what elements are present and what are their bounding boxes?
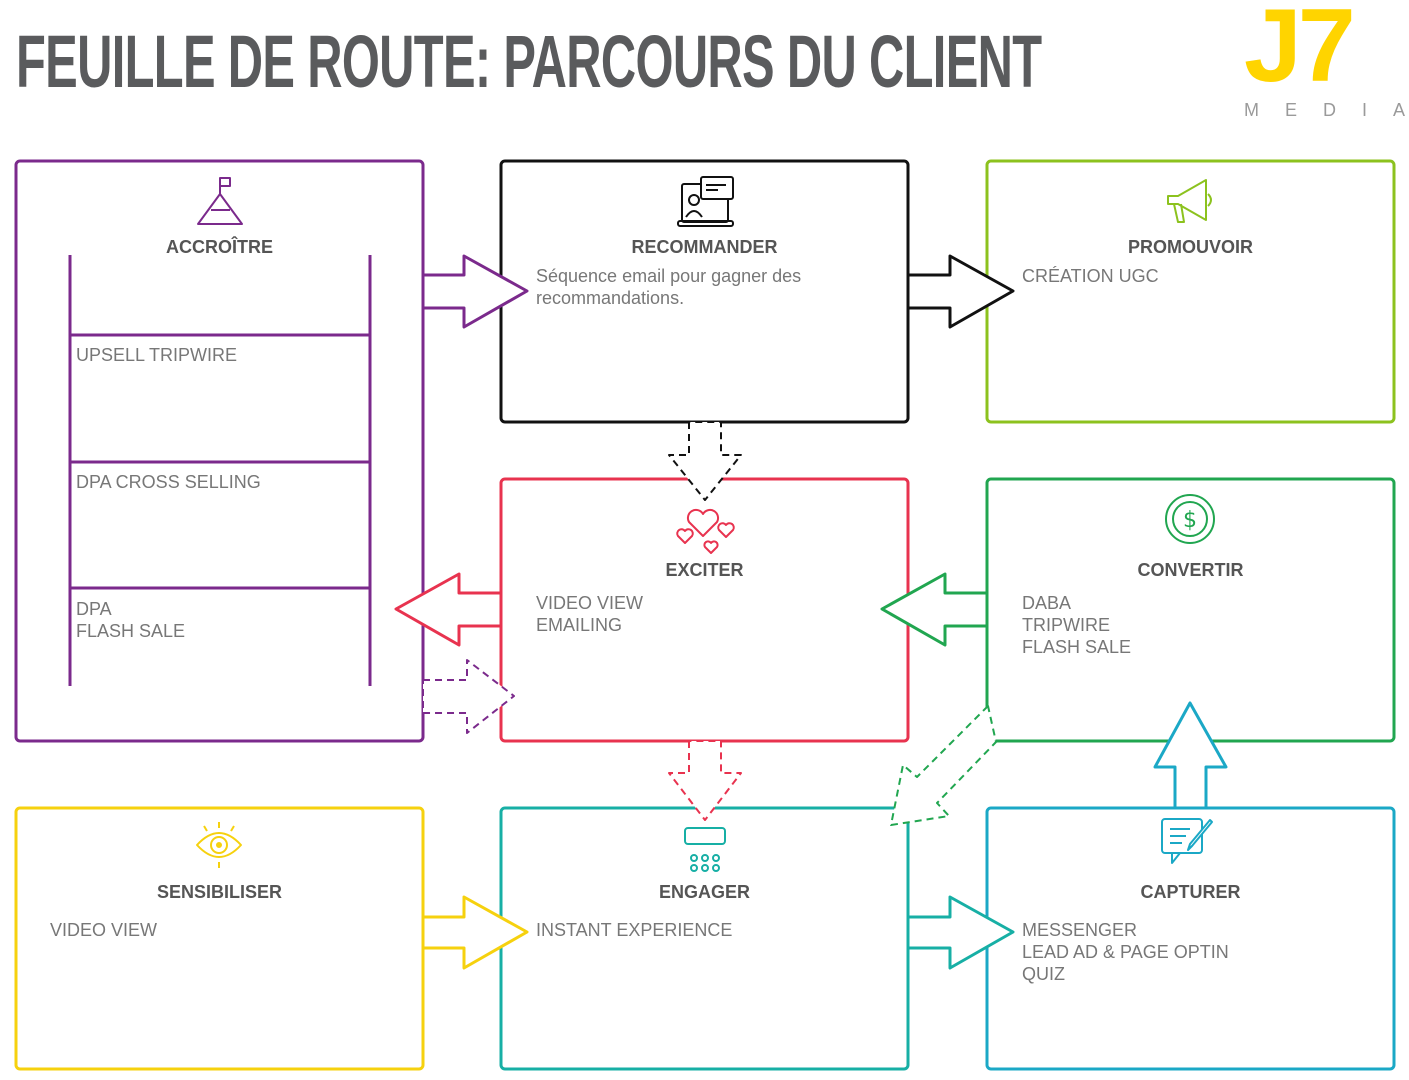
stage-title-recommander: RECOMMANDER (631, 237, 778, 257)
logo-mark: J7 (1244, 0, 1356, 104)
stage-text-promouvoir: CRÉATION UGC (1022, 266, 1159, 286)
mountain-flag-icon (197, 177, 243, 225)
logo-subtitle: MEDIA (1244, 100, 1405, 120)
stage-text-engager: INSTANT EXPERIENCE (536, 920, 733, 940)
dollar-cycle-icon: $ (1165, 494, 1215, 544)
ladder-step-3: DPA FLASH SALE (76, 599, 186, 641)
stage-title-convertir: CONVERTIR (1137, 560, 1244, 580)
arrow-convertir-to-exciter (880, 572, 989, 647)
stage-title-sensibiliser: SENSIBILISER (156, 882, 283, 902)
arrow-convertir-to-engager-dashed (890, 705, 997, 826)
stage-title-accroitre: ACCROÎTRE (166, 237, 273, 257)
hearts-icon (676, 508, 735, 554)
megaphone-icon (1167, 179, 1212, 223)
stage-title-promouvoir: PROMOUVOIR (1127, 237, 1253, 257)
ladder-step-2: DPA CROSS SELLING (76, 472, 261, 492)
audience-icon (684, 827, 726, 872)
arrow-exciter-to-engager-dashed (668, 740, 742, 821)
box-accroitre (14, 159, 425, 743)
eye-icon (196, 822, 242, 868)
stage-title-capturer: CAPTURER (1140, 882, 1241, 902)
stage-text-recommander: Séquence email pour gagner des recommand… (536, 266, 802, 308)
arrow-recommander-to-exciter-dashed (668, 421, 742, 501)
arrow-engager-to-capturer (906, 895, 1015, 970)
arrow-exciter-to-accroitre (394, 572, 503, 647)
ladder-step-1: UPSELL TRIPWIRE (76, 345, 238, 365)
stage-text-convertir: DABA TRIPWIRE FLASH SALE (1022, 593, 1132, 657)
stage-title-engager: ENGAGER (658, 882, 750, 902)
ladder (68, 255, 372, 686)
stage-text-exciter: VIDEO VIEW EMAILING (536, 593, 644, 635)
arrow-recommander-to-promouvoir (906, 254, 1015, 329)
stage-text-sensibiliser: VIDEO VIEW (50, 920, 158, 940)
arrow-accroitre-to-exciter-dashed (422, 659, 515, 734)
arrow-accroitre-to-recommander (421, 254, 529, 329)
laptop-chat-icon (677, 176, 734, 227)
stage-text-capturer: MESSENGER LEAD AD & PAGE OPTIN QUIZ (1022, 920, 1229, 984)
svg-text:$: $ (1183, 508, 1197, 533)
arrow-sensibiliser-to-engager (421, 895, 529, 970)
stage-title-exciter: EXCITER (665, 560, 744, 580)
form-pen-icon (1161, 818, 1213, 864)
box-promouvoir (985, 159, 1396, 424)
page-title: FEUILLE DE ROUTE: PARCOURS DU CLIENT (16, 20, 1042, 103)
arrow-capturer-to-convertir (1153, 701, 1228, 810)
